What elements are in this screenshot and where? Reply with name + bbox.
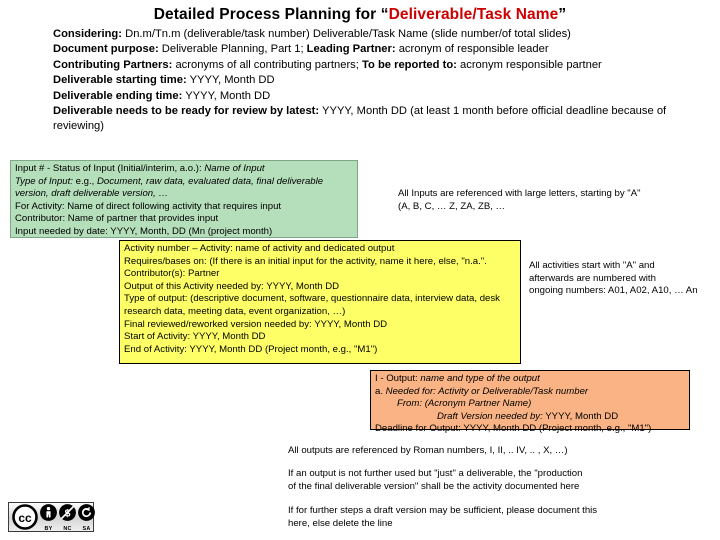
activity-box-line-7: Start of Activity: YYYY, Month DD xyxy=(124,331,266,343)
no-money-icon: $ xyxy=(58,503,77,527)
input-box-line-2-italic-value: Document, raw data, evaluated data, fina… xyxy=(15,175,324,200)
cc-by-nc-sa-badge: cc $ xyxy=(8,502,96,532)
note-activities-line-3: ongoing numbers: A01, A02, A10, … An xyxy=(529,285,698,297)
header-value-contributing-partners: acronyms of all contributing partners; xyxy=(172,58,359,71)
cc-term-labels: BY NC SA xyxy=(39,526,96,532)
output-box-line-4: Draft Version needed by: YYYY, Month DD xyxy=(375,411,686,424)
page-title-prefix: Detailed Process Planning for “ xyxy=(153,6,389,23)
input-box-line-2: Type of Input: e.g., Document, raw data,… xyxy=(15,176,354,201)
header-value-ending-time: YYYY, Month DD xyxy=(182,89,271,102)
note-outputs-referencing: All outputs are referenced by Roman numb… xyxy=(288,445,568,458)
input-box-line-5: Input needed by date: YYYY, Month, DD (M… xyxy=(15,225,273,237)
header-line-ending-time: Deliverable ending time: YYYY, Month DD xyxy=(53,89,693,104)
page-title-suffix: ” xyxy=(558,6,567,23)
note-draft-line-1: If for further steps a draft version may… xyxy=(288,505,598,516)
activity-box-line-1: Activity number – Activity: name of acti… xyxy=(124,243,395,254)
output-box-line-2-plain: a. xyxy=(375,385,386,397)
cc-label-nc: NC xyxy=(63,525,72,532)
activity-box-line-5: Type of output: (descriptive document, s… xyxy=(124,293,500,317)
activity-box-line-6: Final reviewed/reworked version needed b… xyxy=(124,318,388,330)
output-box-line-4-plain: YYYY, Month DD xyxy=(542,410,619,422)
header-label-contributing-partners: Contributing Partners: xyxy=(53,58,173,71)
note-draft-version: If for further steps a draft version may… xyxy=(288,505,597,530)
note-activities-line-2: afterwards are numbered with xyxy=(529,272,656,284)
activity-box-line-2: Requires/bases on: (If there is an initi… xyxy=(124,255,487,267)
header-label-review-deadline: Deliverable needs to be ready for review… xyxy=(53,105,320,118)
header-value-document-purpose: Deliverable Planning, Part 1; xyxy=(158,43,304,56)
note-inputs-line-2: (A, B, C, … Z, ZA, ZB, … xyxy=(398,200,506,212)
input-box-line-2-plain: e.g., xyxy=(72,175,97,187)
note-deliverable-line-1: If an output is not further used but "ju… xyxy=(288,468,583,479)
person-icon xyxy=(39,503,58,527)
output-box-line-1-italic: name and type of the output xyxy=(420,373,540,384)
cc-terms-group: $ BY NC SA xyxy=(39,503,96,532)
note-outputs-line-1: All outputs are referenced by Roman numb… xyxy=(288,445,568,456)
input-box-line-1: Input # - Status of Input (Initial/inter… xyxy=(15,163,354,176)
cc-logo-icon: cc xyxy=(12,504,38,530)
header-line-review-deadline: Deliverable needs to be ready for review… xyxy=(53,104,693,135)
header-line-starting-time: Deliverable starting time: YYYY, Month D… xyxy=(53,73,693,88)
header-label-to-be-reported-to: To be reported to: xyxy=(358,58,457,71)
header-value-starting-time: YYYY, Month DD xyxy=(186,74,275,87)
note-draft-line-2: here, else delete the line xyxy=(288,517,393,529)
output-box-line-2: a. Needed for: Activity or Deliverable/T… xyxy=(375,386,686,399)
header-label-document-purpose: Document purpose: xyxy=(53,43,159,56)
header-label-ending-time: Deliverable ending time: xyxy=(53,89,183,102)
input-box-line-2-italic-label: Type of Input: xyxy=(15,175,73,187)
input-box-line-1-italic: Name of Input xyxy=(204,163,265,174)
svg-text:cc: cc xyxy=(18,511,32,525)
header-value-considering: Dn.m/Tn.m (deliverable/task number) Deli… xyxy=(122,28,571,40)
input-box-line-1-plain: Input # - Status of Input (Initial/inter… xyxy=(15,163,205,174)
output-box-line-4-italic: Draft Version needed by: xyxy=(437,410,543,422)
header-label-starting-time: Deliverable starting time: xyxy=(53,74,187,87)
note-deliverable-line-2: of the final deliverable version" shall … xyxy=(288,480,580,492)
header-line-contributing-partners: Contributing Partners: acronyms of all c… xyxy=(53,58,693,73)
note-deliverable-production: If an output is not further used but "ju… xyxy=(288,468,582,493)
output-definition-box: I - Output: name and type of the output … xyxy=(370,370,690,434)
activity-box-line-4: Output of this Activity needed by: YYYY,… xyxy=(124,280,340,292)
note-activities-numbering: All activities start with "A" and afterw… xyxy=(529,260,698,298)
cc-label-sa: SA xyxy=(82,525,91,532)
output-box-line-5: Deadline for Output: YYYY, Month DD (Pro… xyxy=(375,423,652,435)
input-box-line-4: Contributor: Name of partner that provid… xyxy=(15,213,219,225)
note-activities-line-1: All activities start with "A" and xyxy=(529,260,655,271)
header-label-considering: Considering: xyxy=(53,28,122,40)
output-box-line-3: From: (Acronym Partner Name) xyxy=(397,398,532,410)
page-title: Detailed Process Planning for “Deliverab… xyxy=(0,6,720,24)
input-definition-box: Input # - Status of Input (Initial/inter… xyxy=(10,160,358,238)
input-box-line-3: For Activity: Name of direct following a… xyxy=(15,200,282,212)
cc-label-by: BY xyxy=(44,525,53,532)
activity-definition-box: Activity number – Activity: name of acti… xyxy=(119,240,521,364)
header-label-leading-partner: Leading Partner: xyxy=(303,43,396,56)
cc-term-icons: $ xyxy=(39,503,96,527)
note-inputs-referencing: All Inputs are referenced with large let… xyxy=(398,188,641,213)
header-value-review-deadline: YYYY, Month DD (at least 1 month before … xyxy=(53,105,667,133)
activity-box-line-3: Contributor(s): Partner xyxy=(124,268,220,280)
activity-box-line-8: End of Activity: YYYY, Month DD (Project… xyxy=(124,343,378,355)
page-title-accent: Deliverable/Task Name xyxy=(388,6,559,23)
output-box-line-1-plain: I - Output: xyxy=(375,373,421,384)
note-inputs-line-1: All Inputs are referenced with large let… xyxy=(398,188,641,199)
header-value-leading-partner: acronym of responsible leader xyxy=(395,43,549,56)
header-line-document-purpose: Document purpose: Deliverable Planning, … xyxy=(53,42,693,57)
header-value-to-be-reported-to: acronym responsible partner xyxy=(456,58,602,71)
header-details-block: Considering: Dn.m/Tn.m (deliverable/task… xyxy=(53,27,693,135)
output-box-line-1: I - Output: name and type of the output xyxy=(375,373,686,386)
header-line-considering: Considering: Dn.m/Tn.m (deliverable/task… xyxy=(53,27,693,42)
output-box-line-2-italic: Needed for: Activity or Deliverable/Task… xyxy=(385,385,589,397)
share-alike-icon xyxy=(77,503,96,527)
